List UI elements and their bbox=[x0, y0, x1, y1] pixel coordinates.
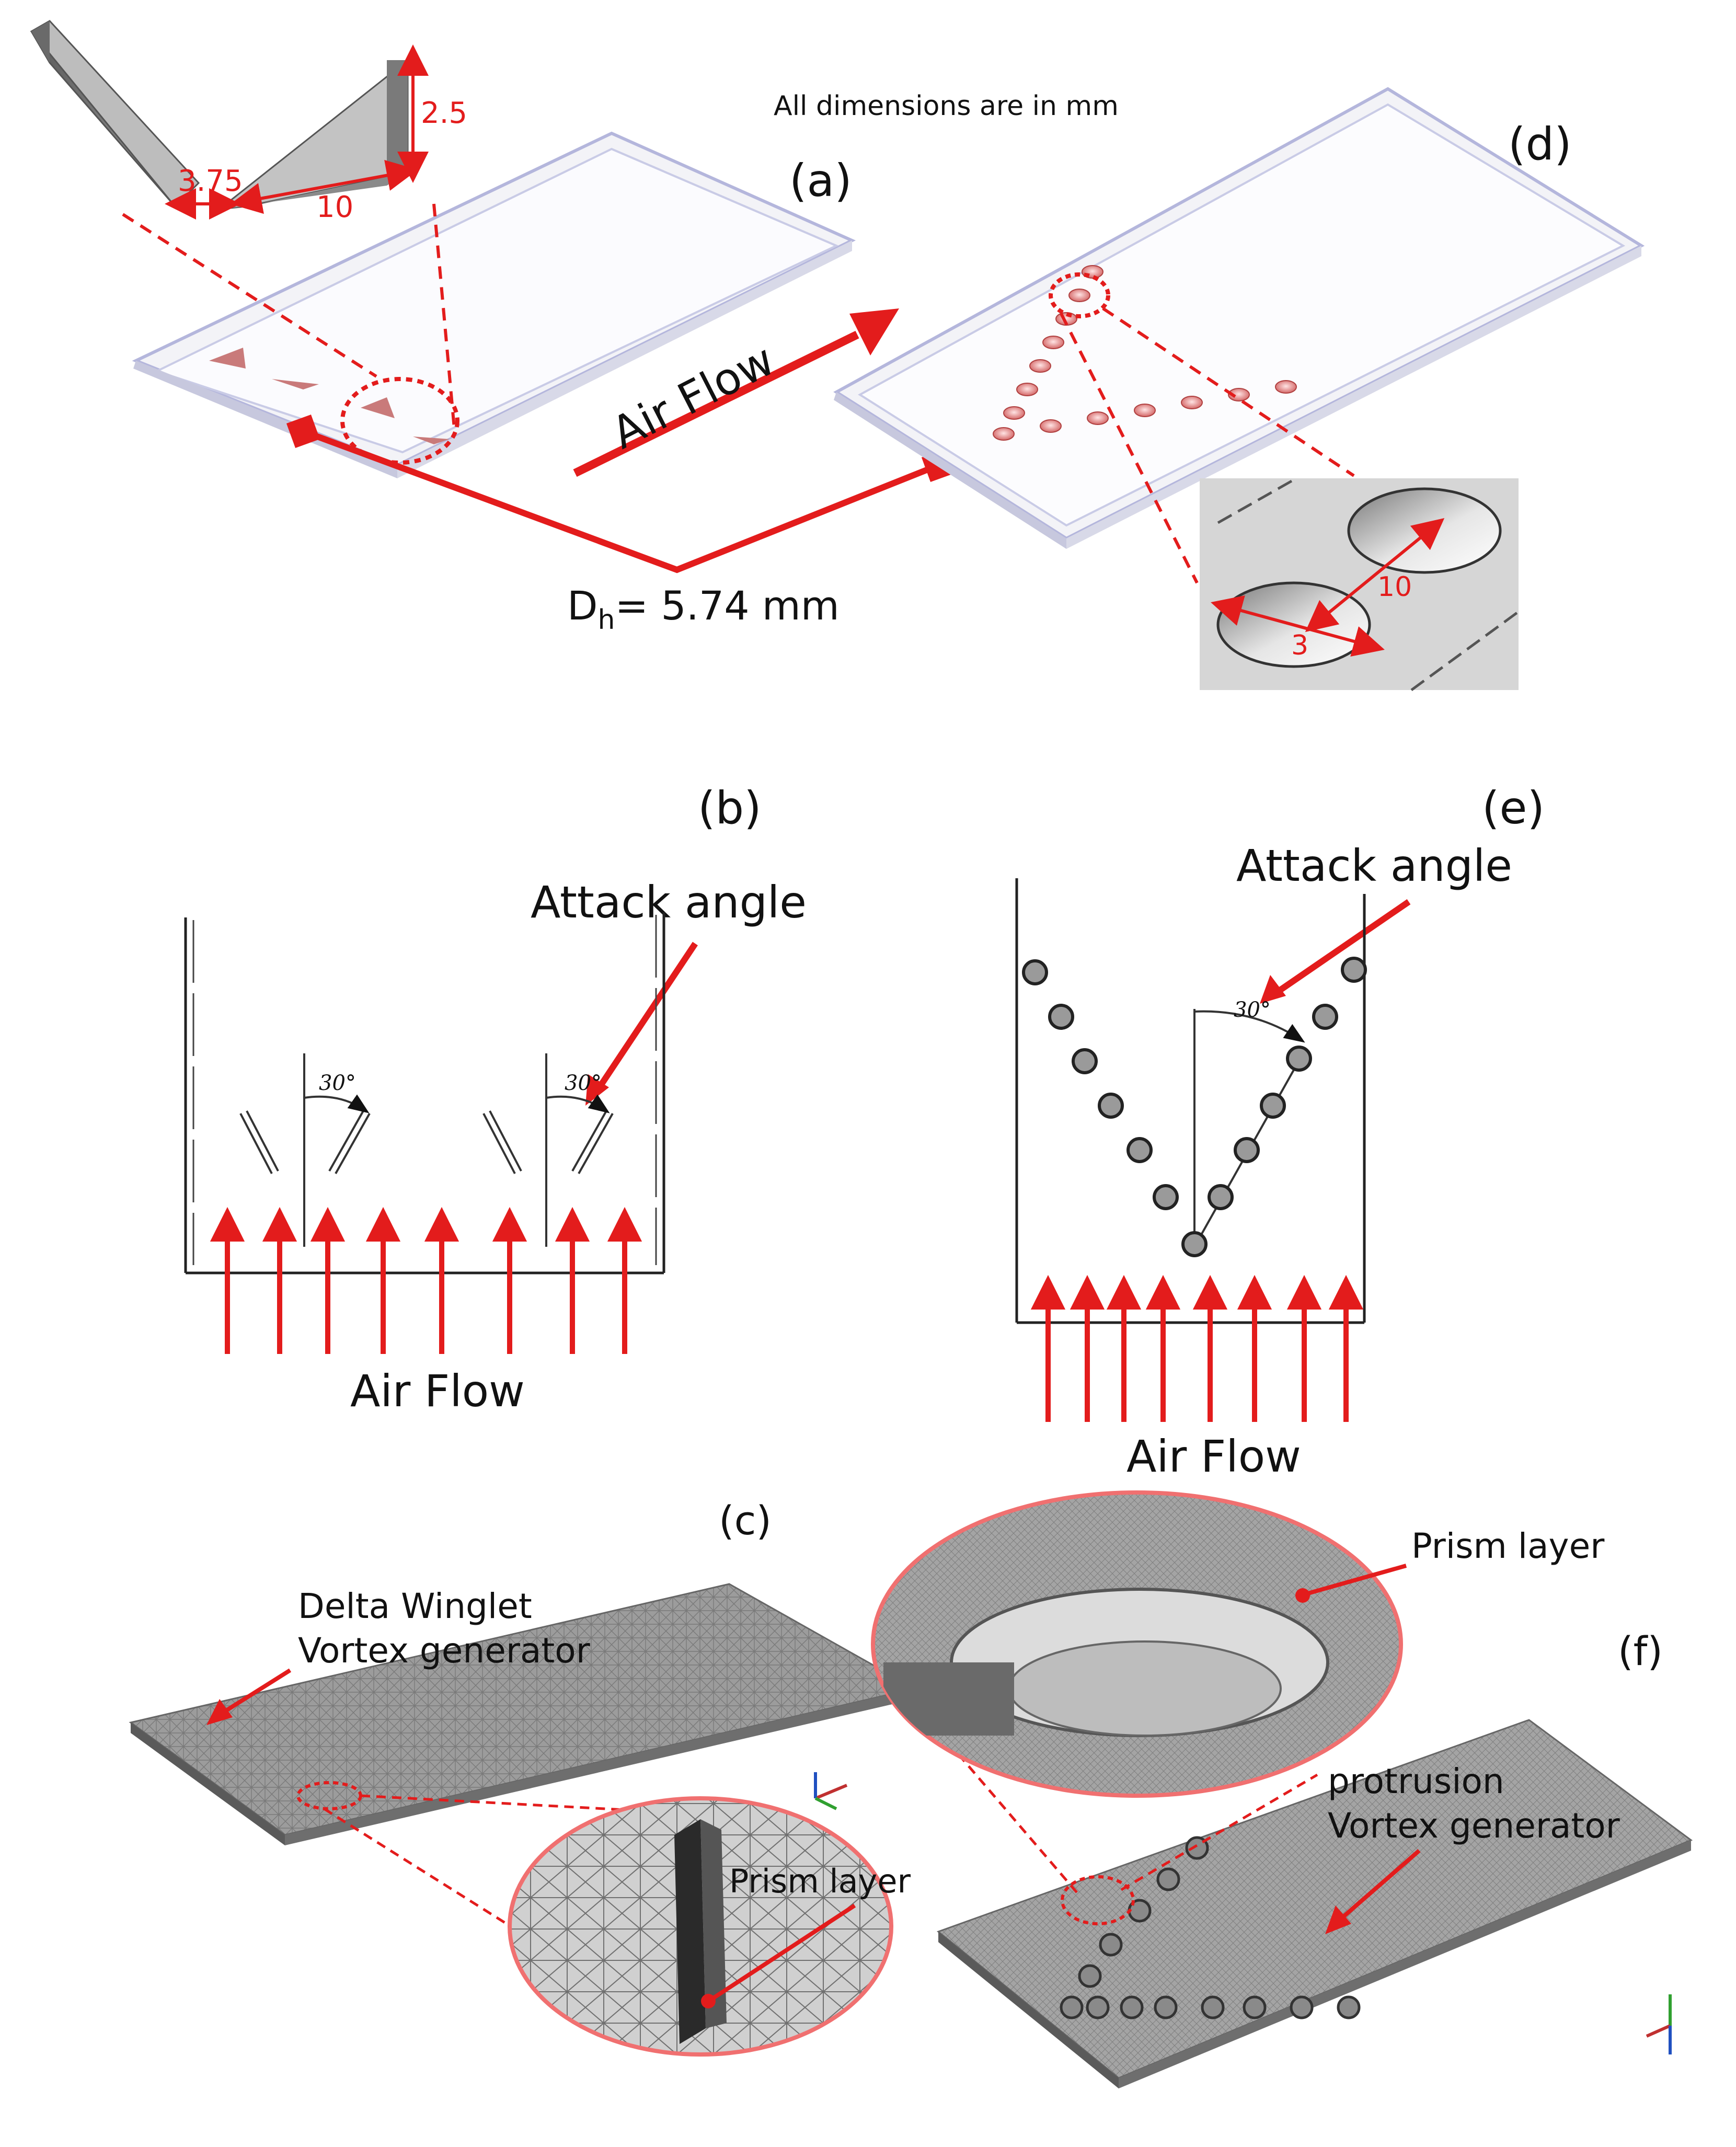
protrusion-mesh-f bbox=[1060, 1836, 1361, 2019]
protrusion-markers-e bbox=[1022, 957, 1367, 1257]
hydraulic-diameter-annotation: Dh= 5.74 mm bbox=[286, 414, 956, 636]
prism-layer-label-f: Prism layer bbox=[1411, 1526, 1605, 1566]
panel-label-a: (a) bbox=[789, 155, 852, 207]
angle-label-b1: 30° bbox=[319, 1071, 356, 1095]
panel-label-b: (b) bbox=[698, 782, 762, 834]
angle-label-e: 30° bbox=[1234, 998, 1271, 1022]
attack-angle-label-e: Attack angle bbox=[1236, 840, 1512, 891]
angle-label-b2: 30° bbox=[565, 1071, 602, 1095]
dh-rest: = 5.74 mm bbox=[615, 582, 840, 629]
protrusion-label-2: Vortex generator bbox=[1328, 1806, 1620, 1846]
winglet-dimensions: 2.5 3.75 10 bbox=[165, 44, 467, 224]
protrusion-label-1: protrusion bbox=[1328, 1761, 1504, 1801]
panel-label-f: (f) bbox=[1618, 1628, 1663, 1674]
panel-a: 2.5 3.75 10 (a) bbox=[30, 20, 856, 478]
axis-triad-f bbox=[1646, 1994, 1672, 2054]
delta-winglet-label-2: Vortex generator bbox=[298, 1631, 591, 1671]
channel-a bbox=[132, 131, 856, 478]
panel-e: (e) Attack angle 30° Ai bbox=[1015, 782, 1545, 1482]
panel-f: (f) Prism layer protrusion Vortex genera… bbox=[871, 1490, 1693, 2088]
dh-sub: h bbox=[598, 604, 615, 636]
protrusion-inset: 10 3 bbox=[1200, 477, 1520, 692]
dim-length: 10 bbox=[316, 190, 353, 224]
panel-label-d: (d) bbox=[1508, 118, 1572, 170]
svg-text:Dh= 5.74 mm: Dh= 5.74 mm bbox=[567, 582, 840, 636]
air-flow-label-b: Air Flow bbox=[350, 1365, 525, 1417]
panel-b: (b) Attack angle 30° 30° bbox=[184, 782, 807, 1417]
air-flow-arrows-b bbox=[210, 1207, 642, 1354]
panel-label-c: (c) bbox=[719, 1497, 772, 1544]
air-flow-label-e: Air Flow bbox=[1126, 1431, 1301, 1482]
attack-angle-label-b: Attack angle bbox=[531, 877, 807, 928]
dim-gap: 3.75 bbox=[178, 164, 243, 198]
air-flow-arrows-e bbox=[1030, 1275, 1364, 1422]
dim-diameter: 3 bbox=[1291, 630, 1308, 661]
dimensions-note: All dimensions are in mm bbox=[774, 90, 1119, 122]
winglet-wedge-right bbox=[217, 58, 409, 211]
dim-height: 2.5 bbox=[421, 96, 467, 130]
winglet-wedge-left bbox=[30, 20, 200, 210]
panel-c: (c) Delta Winglet Vortex generator Prism… bbox=[129, 1497, 917, 2057]
dim-spacing: 10 bbox=[1377, 571, 1412, 603]
panel-d: 10 3 (d) bbox=[833, 87, 1645, 692]
prism-layer-label-c: Prism layer bbox=[729, 1862, 911, 1900]
panel-label-e: (e) bbox=[1482, 782, 1545, 834]
mesh-zoom-f bbox=[871, 1490, 1403, 1798]
dh-main: D bbox=[567, 582, 598, 629]
protrusion-array bbox=[993, 265, 1297, 441]
axis-triad-c bbox=[814, 1772, 848, 1810]
delta-winglet-label-1: Delta Winglet bbox=[298, 1586, 532, 1626]
mesh-zoom-c bbox=[508, 1796, 893, 2057]
